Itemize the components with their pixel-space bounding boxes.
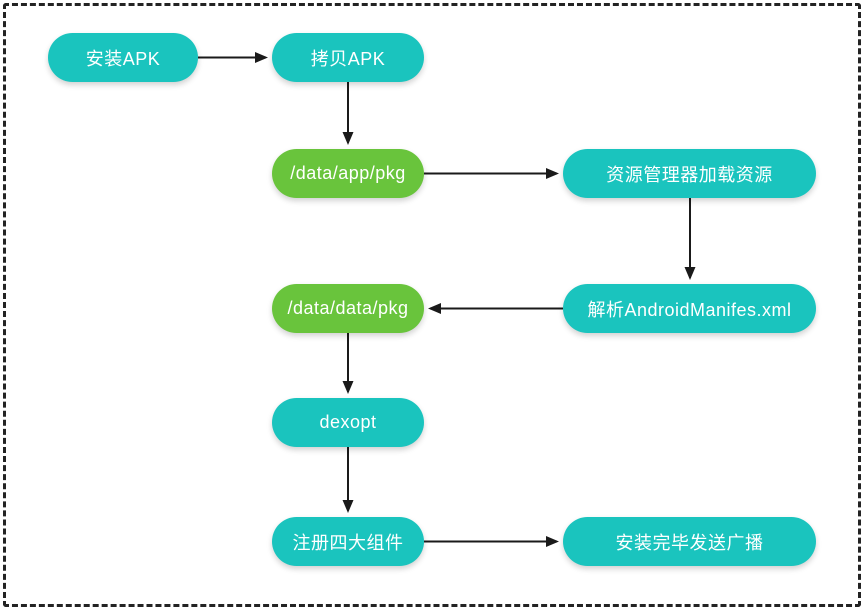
node-parse-manifest: 解析AndroidManifes.xml <box>563 284 816 333</box>
node-dexopt: dexopt <box>272 398 424 447</box>
node-broadcast: 安装完毕发送广播 <box>563 517 816 566</box>
node-data-data-pkg: /data/data/pkg <box>272 284 424 333</box>
node-data-app-pkg: /data/app/pkg <box>272 149 424 198</box>
node-register-components: 注册四大组件 <box>272 517 424 566</box>
node-install-apk: 安装APK <box>48 33 198 82</box>
node-resource-manager: 资源管理器加载资源 <box>563 149 816 198</box>
node-copy-apk: 拷贝APK <box>272 33 424 82</box>
